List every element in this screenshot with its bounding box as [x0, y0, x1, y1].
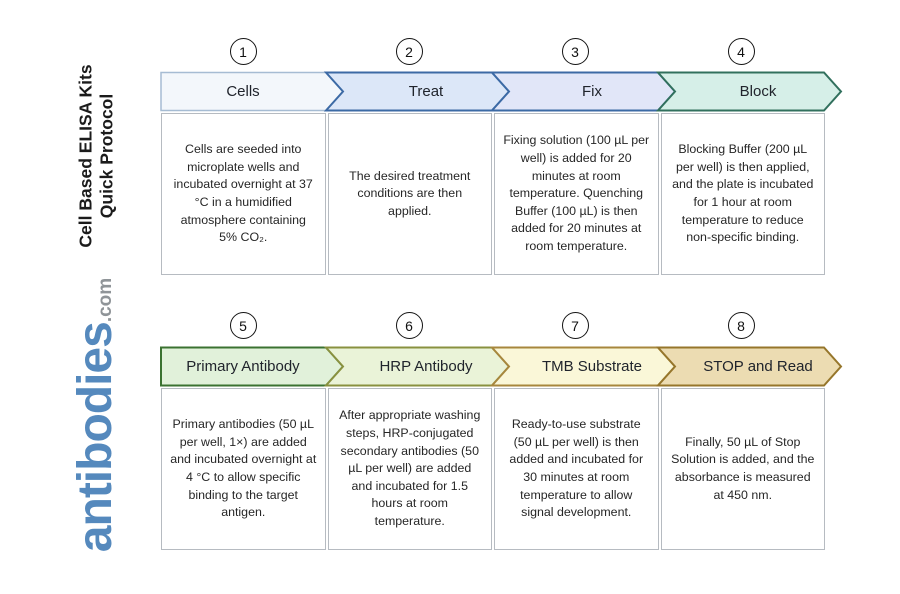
step-number-row-1: 1 2 3 4: [160, 38, 824, 65]
step-6-description-box: After appropriate washing steps, HRP-con…: [327, 388, 492, 550]
step-5-arrow-label: Primary Antibody: [186, 358, 300, 375]
step-8-description: Finally, 50 µL of Stop Solution is added…: [671, 434, 815, 502]
step-7-arrow-label: TMB Substrate: [541, 358, 643, 375]
step-3-description: Fixing solution (100 µL per well) is add…: [503, 133, 650, 254]
step-5-description-box: Primary antibodies (50 µL per well, 1×) …: [161, 388, 326, 550]
arrow-labels-row-2: Primary Antibody HRP Antibody TMB Substr…: [160, 346, 844, 387]
step-1-description: Cells are seeded into microplate wells a…: [173, 142, 313, 245]
step-2-description: The desired treatment conditions are the…: [349, 168, 471, 218]
step-8-description-box: Finally, 50 µL of Stop Solution is added…: [660, 388, 825, 550]
step-2-number-badge: 2: [395, 38, 423, 65]
step-2-arrow-label: Treat: [408, 83, 444, 100]
step-8-number-badge: 8: [727, 312, 755, 339]
step-8-arrow-shape: [655, 346, 843, 387]
step-4-arrow-shape: [655, 71, 843, 112]
poster-title-line2: Quick Protocol: [97, 93, 117, 219]
protocol-diagram: 1 2 3 4 Cells Treat Fix Block Cells are …: [160, 0, 850, 594]
step-3-number-badge: 3: [561, 38, 589, 65]
step-1-description-box: Cells are seeded into microplate wells a…: [161, 113, 326, 275]
step-7-number-badge: 7: [561, 312, 589, 339]
step-7-description-box: Ready-to-use substrate (50 µL per well) …: [494, 388, 659, 550]
description-row-2: Primary antibodies (50 µL per well, 1×) …: [161, 388, 825, 550]
step-4-arrow-label: Block: [739, 83, 777, 100]
logo-tld: .com: [95, 277, 116, 323]
step-2-description-box: The desired treatment conditions are the…: [327, 113, 492, 275]
antibodies-logo: antibodies.com: [69, 277, 122, 553]
step-4-description: Blocking Buffer (200 µL per well) is the…: [672, 142, 814, 245]
step-7-description: Ready-to-use substrate (50 µL per well) …: [509, 417, 644, 520]
step-5-number-badge: 5: [229, 312, 257, 339]
arrow-band-row-2: [160, 346, 843, 387]
step-1-arrow-label: Cells: [226, 83, 260, 100]
step-number-row-2: 5 6 7 8: [160, 312, 824, 339]
step-4-number-badge: 4: [727, 38, 755, 65]
step-1-number-badge: 1: [229, 38, 257, 65]
poster-title-line1: Cell Based ELISA Kits: [75, 64, 96, 248]
step-3-arrow-label: Fix: [582, 83, 602, 100]
step-6-number-badge: 6: [395, 312, 423, 339]
poster-title: Cell Based ELISA Kits Quick Protocol: [76, 31, 119, 281]
step-6-description: After appropriate washing steps, HRP-con…: [339, 408, 481, 529]
arrow-band-row-1: [160, 71, 843, 112]
arrow-labels-row-1: Cells Treat Fix Block: [160, 71, 844, 112]
step-6-arrow-label: HRP Antibody: [379, 358, 473, 375]
logo-wordmark: antibodies: [69, 322, 122, 553]
step-8-arrow-label: STOP and Read: [703, 358, 813, 375]
step-5-description: Primary antibodies (50 µL per well, 1×) …: [170, 417, 317, 520]
description-row-1: Cells are seeded into microplate wells a…: [161, 113, 825, 275]
step-3-description-box: Fixing solution (100 µL per well) is add…: [494, 113, 659, 275]
step-4-description-box: Blocking Buffer (200 µL per well) is the…: [660, 113, 825, 275]
